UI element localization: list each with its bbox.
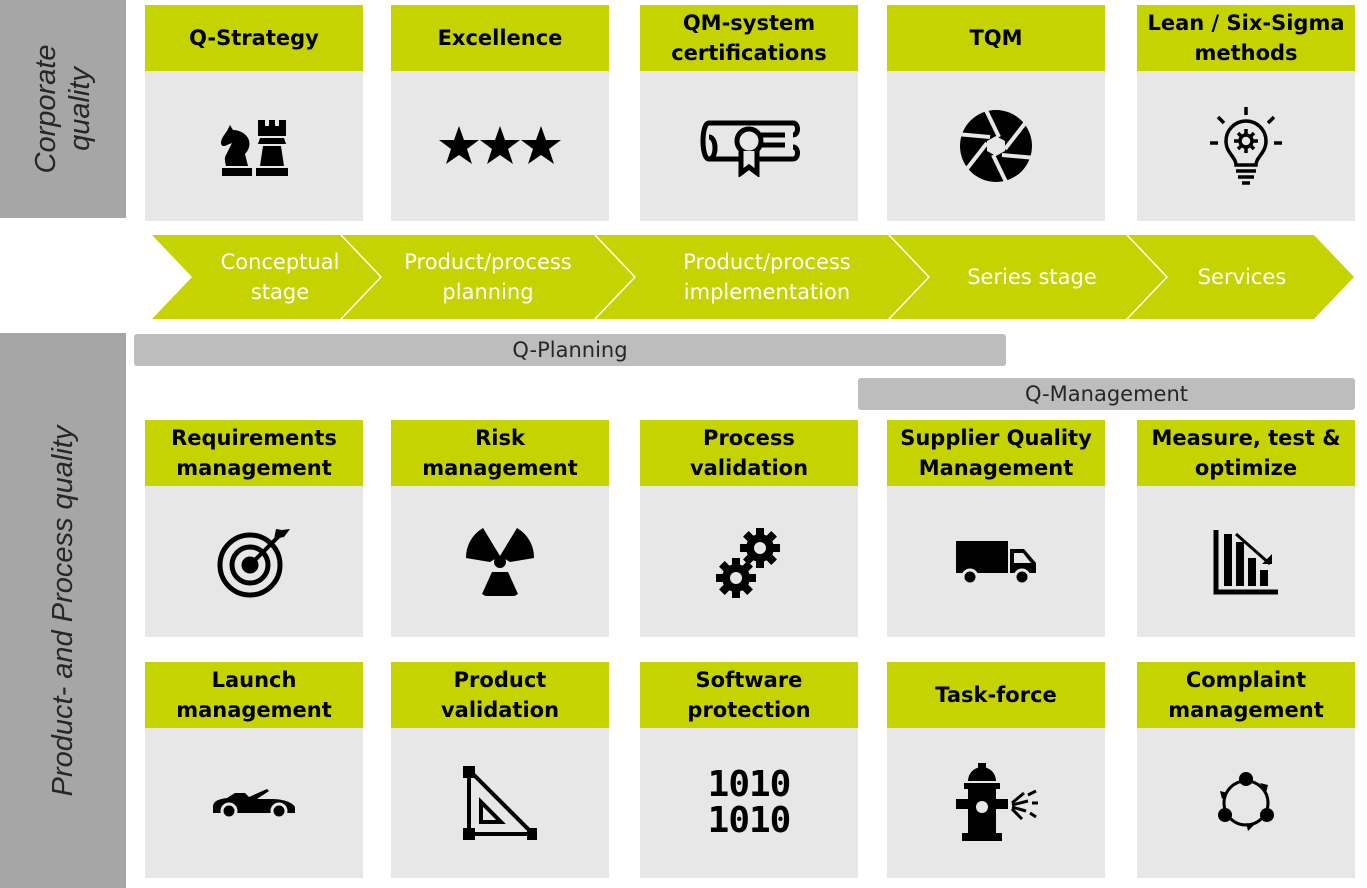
card-q-strategy: Q-Strategy — [145, 5, 363, 221]
card-tqm: TQM — [887, 5, 1105, 221]
lightbulb-gear-icon — [1137, 71, 1355, 221]
three-stars-icon — [391, 71, 609, 221]
card-title: TQM — [887, 5, 1105, 71]
set-square-icon — [391, 728, 609, 878]
q-planning-bar: Q-Planning — [134, 334, 1006, 366]
card-measure-test-optimize: Measure, test &optimize — [1137, 420, 1355, 637]
q-management-bar: Q-Management — [858, 378, 1355, 410]
radiation-icon — [391, 486, 609, 637]
card-excellence: Excellence — [391, 5, 609, 221]
cycle-icon — [1137, 728, 1355, 878]
bar-chart-down-icon — [1137, 486, 1355, 637]
stage-series: Series stage — [890, 235, 1166, 319]
gears-icon — [640, 486, 858, 637]
truck-icon — [887, 486, 1105, 637]
card-title: Q-Strategy — [145, 5, 363, 71]
card-title: Measure, test &optimize — [1137, 420, 1355, 486]
corporate-quality-side-panel: Corporate quality — [0, 0, 126, 218]
aperture-icon — [887, 71, 1105, 221]
certificate-icon — [640, 71, 858, 221]
card-title: Excellence — [391, 5, 609, 71]
hydrant-icon — [887, 728, 1105, 878]
product-process-quality-side-panel: Product- and Process quality — [0, 333, 126, 888]
corporate-quality-label: Corporate quality — [30, 44, 96, 174]
product-process-quality-label: Product- and Process quality — [47, 425, 79, 796]
target-icon — [145, 486, 363, 637]
car-icon — [145, 728, 363, 878]
chess-icon — [145, 71, 363, 221]
card-task-force: Task-force — [887, 662, 1105, 878]
card-title: Task-force — [887, 662, 1105, 728]
